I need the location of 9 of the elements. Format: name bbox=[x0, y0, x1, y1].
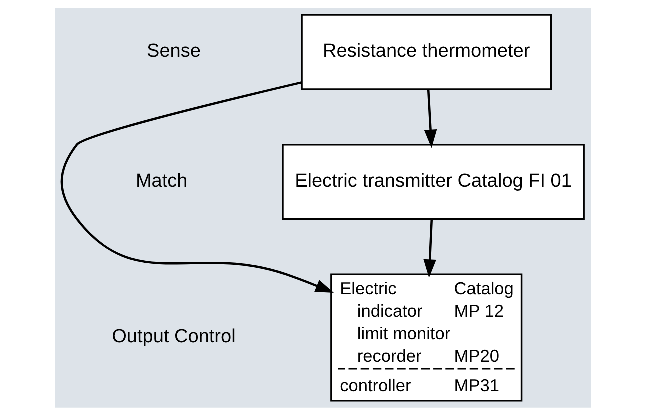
label: Match bbox=[135, 170, 188, 192]
arrow bbox=[60, 82, 334, 294]
arrow bbox=[424, 90, 437, 148]
node-box: Electric Catalog indicator MP 12 limit monitor recorder MP20 controller MP31 bbox=[330, 274, 522, 402]
arrow bbox=[423, 220, 436, 278]
node-box: Electric transmitter Catalog FI 01 bbox=[282, 144, 584, 220]
label: Sense bbox=[146, 41, 200, 62]
label: Output Control bbox=[112, 326, 236, 348]
node-box: Resistance thermometer bbox=[300, 14, 552, 90]
